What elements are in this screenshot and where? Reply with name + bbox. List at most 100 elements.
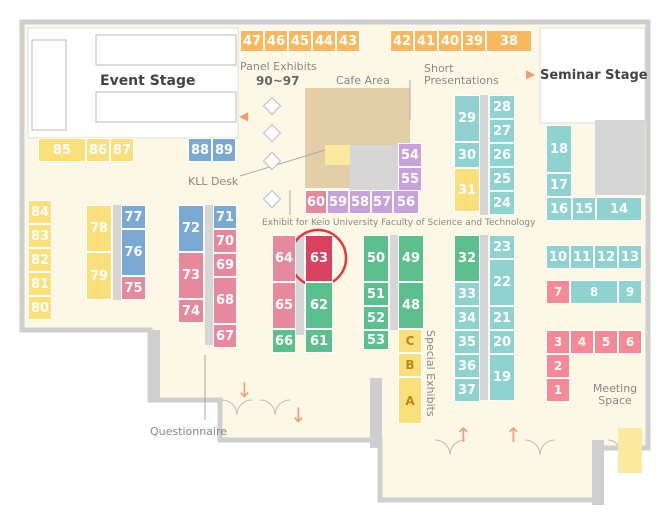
booth-42[interactable]: 42 (390, 30, 414, 52)
booth-19[interactable]: 19 (489, 354, 515, 401)
booth-3[interactable]: 3 (546, 330, 570, 354)
booth-36[interactable]: 36 (454, 354, 480, 378)
meeting-space-area (618, 428, 642, 473)
booth-70[interactable]: 70 (213, 229, 237, 253)
booth-22[interactable]: 22 (489, 259, 515, 306)
booth-27[interactable]: 27 (489, 119, 515, 143)
booth-60[interactable]: 60 (305, 190, 327, 214)
booth-58[interactable]: 58 (349, 190, 371, 214)
booth-13[interactable]: 13 (618, 245, 642, 269)
booth-81[interactable]: 81 (28, 272, 52, 296)
booth-48[interactable]: 48 (398, 282, 424, 329)
booth-B[interactable]: B (398, 353, 422, 377)
booth-69[interactable]: 69 (213, 253, 237, 277)
booth-41[interactable]: 41 (414, 30, 438, 52)
booth-39[interactable]: 39 (462, 30, 486, 52)
booth-78[interactable]: 78 (86, 205, 112, 252)
booth-24[interactable]: 24 (489, 191, 515, 215)
booth-77[interactable]: 77 (121, 205, 146, 229)
booth-divider (480, 235, 488, 400)
booth-47[interactable]: 47 (240, 30, 264, 52)
booth-76[interactable]: 76 (121, 229, 146, 276)
booth-12[interactable]: 12 (594, 245, 618, 269)
booth-C[interactable]: C (398, 329, 422, 353)
booth-89[interactable]: 89 (212, 138, 236, 162)
booth-49[interactable]: 49 (398, 235, 424, 282)
booth-34[interactable]: 34 (454, 306, 480, 330)
booth-71[interactable]: 71 (213, 205, 237, 229)
booth-59[interactable]: 59 (327, 190, 349, 214)
booth-15[interactable]: 15 (572, 197, 596, 221)
booth-63[interactable]: 63 (305, 235, 333, 282)
booth-33[interactable]: 33 (454, 282, 480, 306)
booth-51[interactable]: 51 (363, 282, 389, 306)
booth-8[interactable]: 8 (570, 280, 618, 304)
booth-7[interactable]: 7 (546, 280, 570, 304)
booth-10[interactable]: 10 (546, 245, 570, 269)
booth-17[interactable]: 17 (546, 173, 572, 197)
booth-A[interactable]: A (398, 377, 422, 424)
booth-80[interactable]: 80 (28, 296, 52, 320)
booth-83[interactable]: 83 (28, 224, 52, 248)
booth-11[interactable]: 11 (570, 245, 594, 269)
booth-16[interactable]: 16 (546, 197, 572, 221)
booth-23[interactable]: 23 (489, 235, 515, 259)
booth-45[interactable]: 45 (288, 30, 312, 52)
pillar (370, 378, 382, 448)
booth-62[interactable]: 62 (305, 282, 333, 329)
booth-40[interactable]: 40 (438, 30, 462, 52)
booth-31[interactable]: 31 (454, 168, 480, 212)
booth-37[interactable]: 37 (454, 378, 480, 402)
booth-28[interactable]: 28 (489, 95, 515, 119)
booth-66[interactable]: 66 (272, 329, 296, 353)
booth-87[interactable]: 87 (110, 138, 134, 162)
booth-18[interactable]: 18 (546, 125, 572, 173)
booth-35[interactable]: 35 (454, 330, 480, 354)
booth-67[interactable]: 67 (213, 324, 237, 348)
booth-64[interactable]: 64 (272, 235, 296, 282)
booth-88[interactable]: 88 (188, 138, 212, 162)
booth-86[interactable]: 86 (86, 138, 110, 162)
booth-divider (390, 235, 398, 330)
booth-21[interactable]: 21 (489, 306, 515, 330)
booth-72[interactable]: 72 (178, 205, 204, 252)
booth-30[interactable]: 30 (454, 142, 480, 168)
booth-43[interactable]: 43 (336, 30, 360, 52)
booth-73[interactable]: 73 (178, 252, 204, 299)
booth-55[interactable]: 55 (398, 167, 422, 191)
booth-61[interactable]: 61 (305, 329, 333, 353)
booth-82[interactable]: 82 (28, 248, 52, 272)
booth-2[interactable]: 2 (546, 354, 570, 378)
booth-20[interactable]: 20 (489, 330, 515, 354)
booth-68[interactable]: 68 (213, 277, 237, 324)
booth-74[interactable]: 74 (178, 299, 204, 323)
booth-5[interactable]: 5 (594, 330, 618, 354)
booth-25[interactable]: 25 (489, 167, 515, 191)
short-presentations-label: Short Presentations (424, 62, 499, 87)
booth-54[interactable]: 54 (398, 143, 422, 167)
booth-79[interactable]: 79 (86, 252, 112, 300)
booth-65[interactable]: 65 (272, 282, 296, 329)
kll-desk-label: KLL Desk (188, 175, 239, 188)
booth-57[interactable]: 57 (371, 190, 393, 214)
booth-56[interactable]: 56 (393, 190, 419, 214)
booth-6[interactable]: 6 (618, 330, 642, 354)
booth-52[interactable]: 52 (363, 306, 389, 330)
booth-26[interactable]: 26 (489, 143, 515, 167)
booth-50[interactable]: 50 (363, 235, 389, 282)
booth-4[interactable]: 4 (570, 330, 594, 354)
booth-29[interactable]: 29 (454, 95, 480, 142)
booth-44[interactable]: 44 (312, 30, 336, 52)
booth-46[interactable]: 46 (264, 30, 288, 52)
entrance-arrow-down: ↓ (290, 403, 307, 427)
booth-14[interactable]: 14 (596, 197, 642, 221)
booth-53[interactable]: 53 (363, 330, 389, 350)
booth-38[interactable]: 38 (486, 30, 532, 52)
booth-9[interactable]: 9 (618, 280, 642, 304)
booth-85[interactable]: 85 (38, 138, 86, 162)
booth-32[interactable]: 32 (454, 235, 480, 282)
booth-1[interactable]: 1 (546, 378, 570, 402)
booth-84[interactable]: 84 (28, 200, 52, 224)
booth-75[interactable]: 75 (121, 276, 146, 300)
